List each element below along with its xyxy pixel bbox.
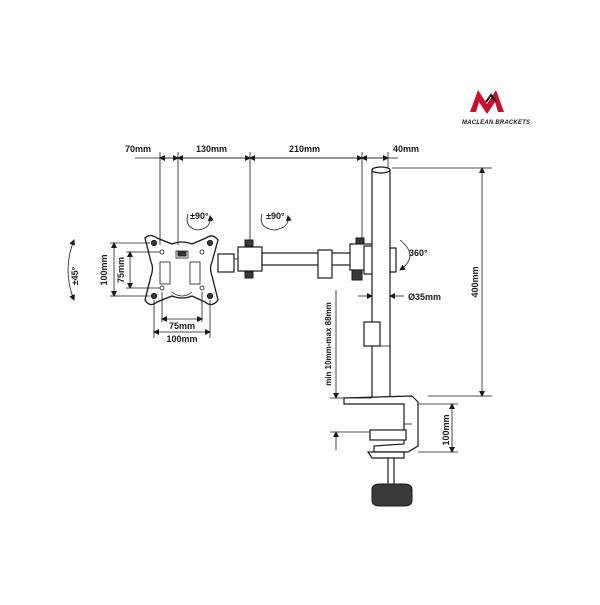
swivel-arm-indicator: ±90°	[260, 211, 292, 231]
pole-diameter-dim: Ø35mm	[358, 292, 441, 302]
clamp-depth-label: 100mm	[441, 414, 451, 445]
pole-rotation-label: 360°	[409, 248, 428, 258]
dim-vesa-75mm-w: 75mm	[169, 321, 195, 331]
tilt-indicator: ±45°	[67, 239, 80, 301]
vesa-plate	[144, 234, 219, 306]
top-dimensions: 70mm 130mm 210mm 40mm	[125, 144, 419, 245]
swivel-arm-label: ±90°	[266, 211, 285, 221]
mount-pole	[363, 166, 391, 399]
dim-70mm: 70mm	[125, 144, 151, 154]
swivel-head-indicator: ±90°	[186, 211, 214, 231]
desk-thickness-label: min 10mm-max 88mm	[324, 302, 333, 386]
dim-vesa-100mm-w: 100mm	[166, 334, 197, 344]
pole-height-label: 400mm	[470, 266, 480, 297]
desk-thickness-dim: min 10mm-max 88mm	[324, 290, 372, 450]
dim-vesa-100mm-h: 100mm	[99, 254, 109, 285]
clamp-depth-dim: 100mm	[418, 403, 458, 453]
brand-name: MACLEAN BRACKETS	[462, 120, 530, 126]
pole-diameter-label: Ø35mm	[408, 292, 441, 302]
mount-arm	[217, 237, 397, 281]
desk-clamp	[343, 395, 419, 507]
dim-40mm: 40mm	[393, 144, 419, 154]
swivel-head-label: ±90°	[190, 211, 209, 221]
brand-logo: MACLEAN BRACKETS	[462, 90, 530, 126]
logo-m-icon	[470, 90, 504, 114]
vesa-width-dims: 75mm 100mm	[153, 292, 211, 344]
tilt-label: ±45°	[70, 266, 80, 285]
pole-height-dim: 400mm	[392, 167, 492, 397]
dim-210mm: 210mm	[289, 144, 320, 154]
dim-vesa-75mm-h: 75mm	[116, 257, 126, 283]
vesa-height-dims: 100mm 75mm	[99, 242, 160, 297]
pole-rotation-indicator: 360°	[399, 239, 428, 271]
dim-130mm: 130mm	[196, 144, 227, 154]
